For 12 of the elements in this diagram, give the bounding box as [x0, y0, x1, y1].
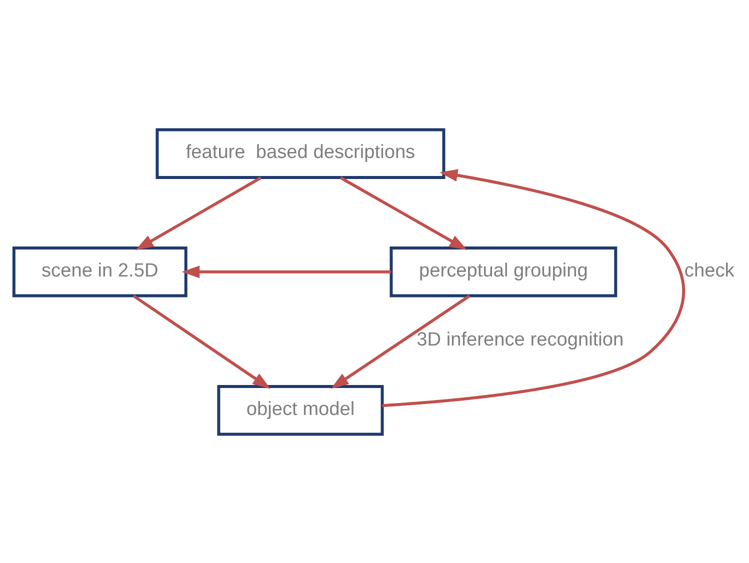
arrow	[340, 176, 468, 250]
node-box: feature based descriptions	[156, 128, 446, 179]
arrow	[182, 265, 391, 278]
edge-label: 3D inference recognition	[416, 329, 624, 350]
edge-label: check	[684, 260, 734, 281]
node-box: perceptual grouping	[390, 246, 618, 297]
arrow	[382, 168, 686, 407]
arrow	[136, 176, 262, 250]
node-box: scene in 2.5D	[12, 246, 188, 297]
arrow	[132, 294, 271, 388]
node-box: object model	[217, 384, 384, 436]
arrow	[330, 294, 470, 388]
